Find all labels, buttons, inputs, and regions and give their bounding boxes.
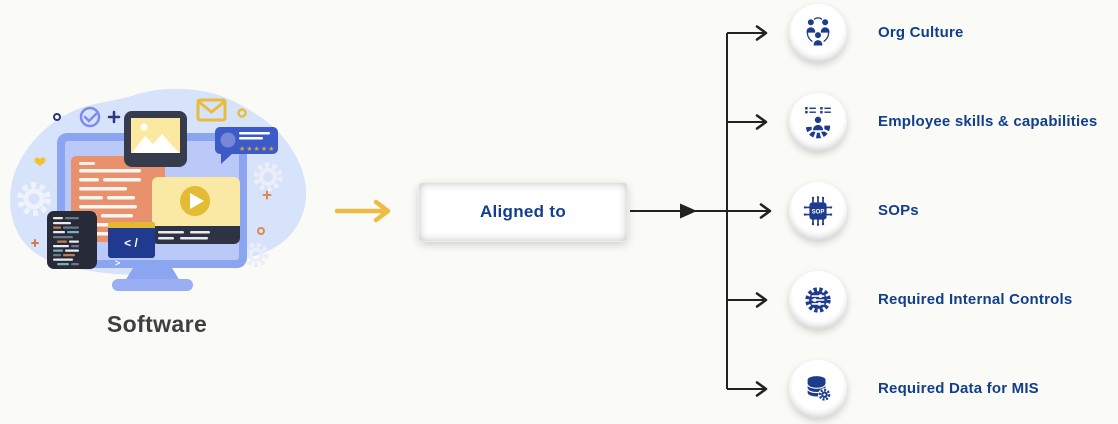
org-culture-badge [789, 4, 847, 62]
review-card: ★★★★★ [215, 127, 278, 164]
arrowhead-icon [680, 203, 697, 219]
branch-label-data-mis: Required Data for MIS [878, 380, 1039, 397]
employee-skills-icon [805, 107, 831, 139]
gear-icon [253, 162, 283, 192]
plus-icon [107, 110, 121, 124]
employee-skills-badge [789, 93, 847, 151]
aligned-to-label: Aligned to [479, 202, 567, 221]
sop-badge: SOP [789, 182, 847, 240]
software-caption: Software [106, 311, 208, 337]
chevron-right-icon [755, 292, 768, 308]
dot-icon [237, 108, 247, 118]
chevron-right-icon [755, 114, 768, 130]
yellow-arrow-icon [334, 199, 391, 223]
code-more-text: > [115, 258, 120, 268]
sop-chip-icon: SOP [803, 196, 833, 226]
chevron-right-icon [759, 203, 772, 219]
aligned-to-box: Aligned to [419, 183, 627, 241]
check-circle-icon [79, 106, 101, 128]
branch-label-sops: SOPs [878, 202, 919, 219]
connector-tree [630, 25, 772, 397]
code-tag-text: < / [124, 236, 138, 250]
software-illustration: ★★★★★ < / > [10, 88, 307, 291]
avatar [220, 132, 236, 148]
dot-icon [257, 227, 265, 235]
org-culture-icon [806, 17, 830, 46]
chevron-right-icon [755, 381, 768, 397]
heart-icon [34, 157, 46, 166]
sop-chip-text: SOP [812, 210, 825, 216]
plus-icon [262, 190, 272, 200]
branch-label-internal-controls: Required Internal Controls [878, 291, 1073, 308]
image-card [124, 111, 187, 167]
star-rating: ★★★★★ [239, 145, 275, 153]
code-tag-window: < / > [108, 222, 155, 268]
data-gear-icon [807, 376, 831, 402]
video-player [152, 177, 240, 244]
gear-icon [243, 242, 269, 268]
chevron-right-icon [755, 25, 768, 41]
controls-gear-icon [805, 287, 831, 313]
branch-label-org-culture: Org Culture [878, 24, 964, 41]
plus-icon [31, 239, 39, 247]
dot-icon [53, 113, 61, 121]
branch-label-employee-skills: Employee skills & capabilities [878, 113, 1098, 130]
envelope-icon [196, 98, 227, 122]
gear-icon [17, 182, 51, 216]
internal-controls-badge [789, 271, 847, 329]
code-panel [47, 211, 97, 269]
data-mis-badge [789, 360, 847, 418]
